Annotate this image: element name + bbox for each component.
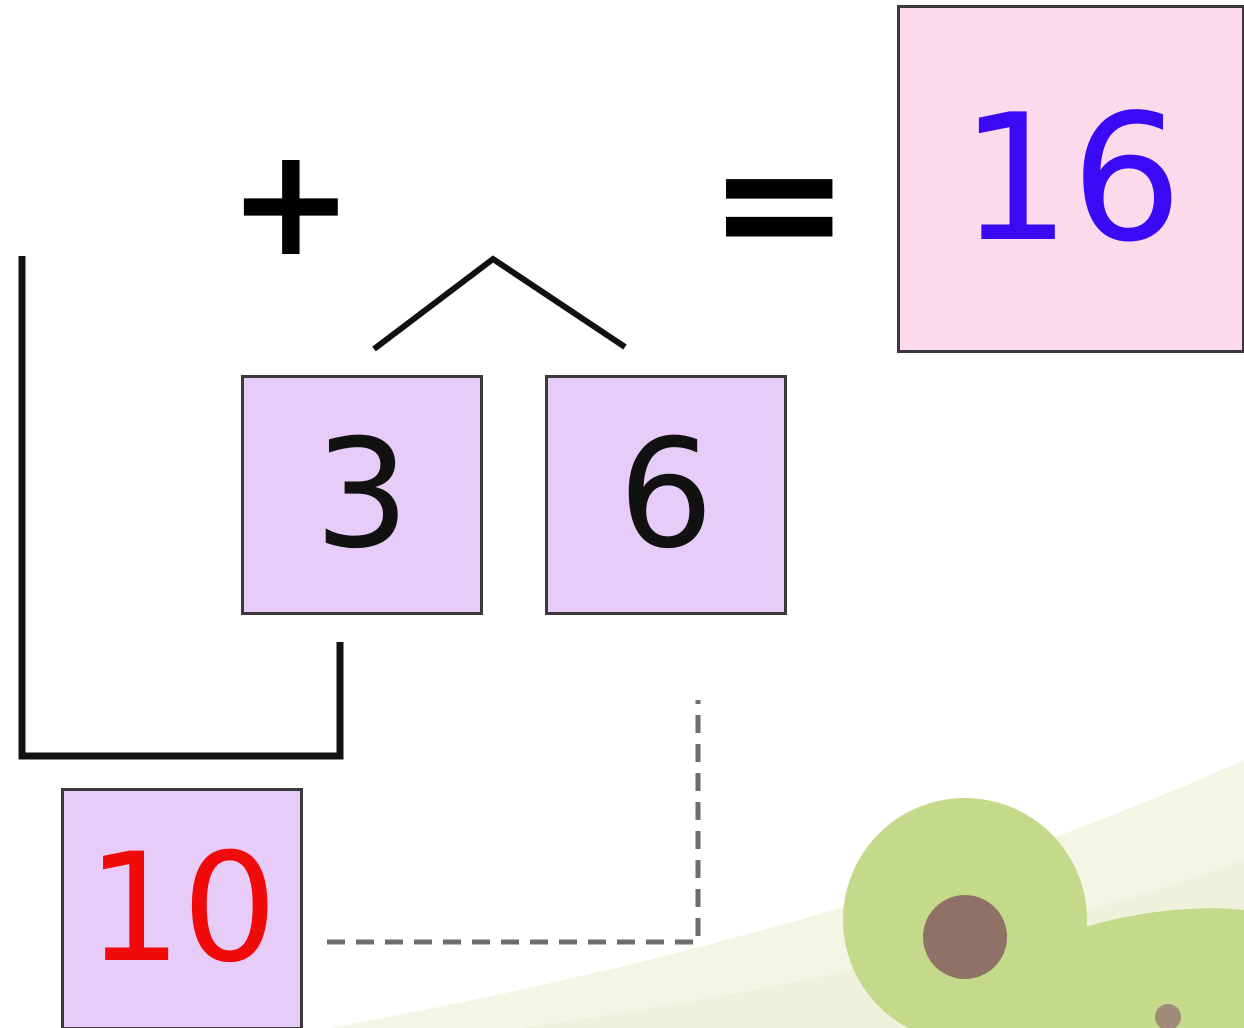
composed-ten-box: 10 bbox=[61, 788, 303, 1028]
addend-right-box: 6 bbox=[545, 375, 787, 615]
addend-right-value: 6 bbox=[618, 408, 714, 582]
split-branch-line bbox=[372, 255, 627, 352]
frog-eye-icon bbox=[923, 895, 1007, 979]
result-box: 16 bbox=[897, 5, 1244, 353]
result-value: 16 bbox=[959, 77, 1183, 281]
dashed-connector-line bbox=[327, 700, 701, 945]
addend-left-box: 3 bbox=[241, 375, 483, 615]
equals-sign: = bbox=[708, 104, 851, 302]
frog-nostril-icon bbox=[1155, 1004, 1181, 1028]
frog-icon bbox=[843, 798, 1244, 1028]
addend-left-value: 3 bbox=[314, 408, 410, 582]
bracket-line bbox=[18, 256, 344, 760]
plus-sign: + bbox=[228, 116, 354, 290]
composed-ten-value: 10 bbox=[86, 822, 278, 996]
